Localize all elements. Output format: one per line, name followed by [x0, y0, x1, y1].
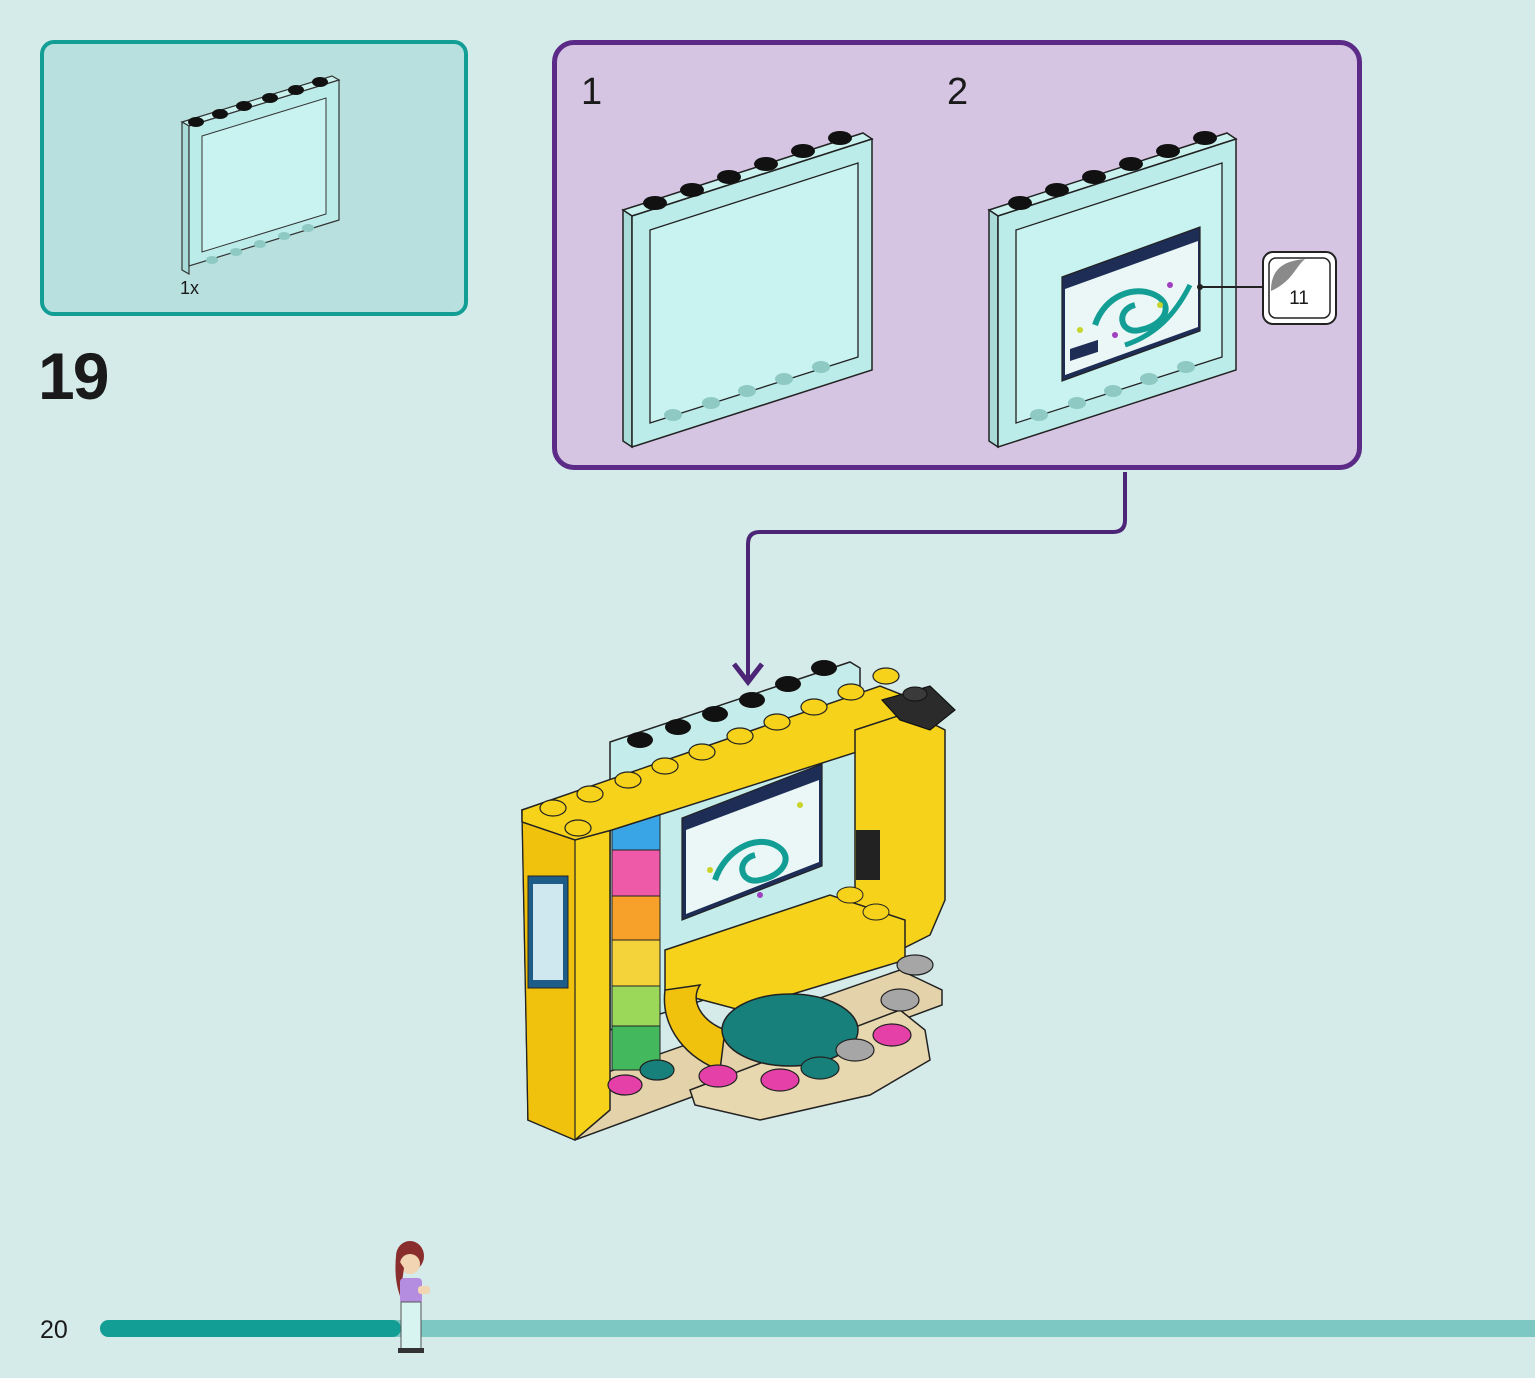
assembled-model-icon: [521, 660, 956, 1141]
step-number: 19: [38, 339, 109, 413]
progress-fill: [100, 1320, 402, 1337]
sub-step-2-label: 2: [947, 71, 969, 113]
sub-assembly-drawing: [621, 131, 1337, 449]
sticker-badge: [1262, 251, 1337, 325]
parts-callout: 1x: [40, 40, 468, 316]
progress-bar: [100, 1320, 1535, 1337]
sticker-number: 11: [1289, 288, 1309, 309]
arrow-head-icon: [732, 662, 764, 687]
window-frame-part-icon: [180, 75, 341, 276]
part-quantity: 1x: [180, 278, 200, 298]
sub-assembly-callout: 1 2: [552, 40, 1362, 470]
window-frame-with-sticker-icon: [987, 131, 1265, 449]
minifigure-icon: [395, 1241, 430, 1353]
sub-step-1-label: 1: [581, 71, 603, 113]
page-number: 20: [40, 1316, 68, 1344]
connector-arrow: [746, 472, 1127, 680]
window-frame-icon: [621, 131, 874, 449]
